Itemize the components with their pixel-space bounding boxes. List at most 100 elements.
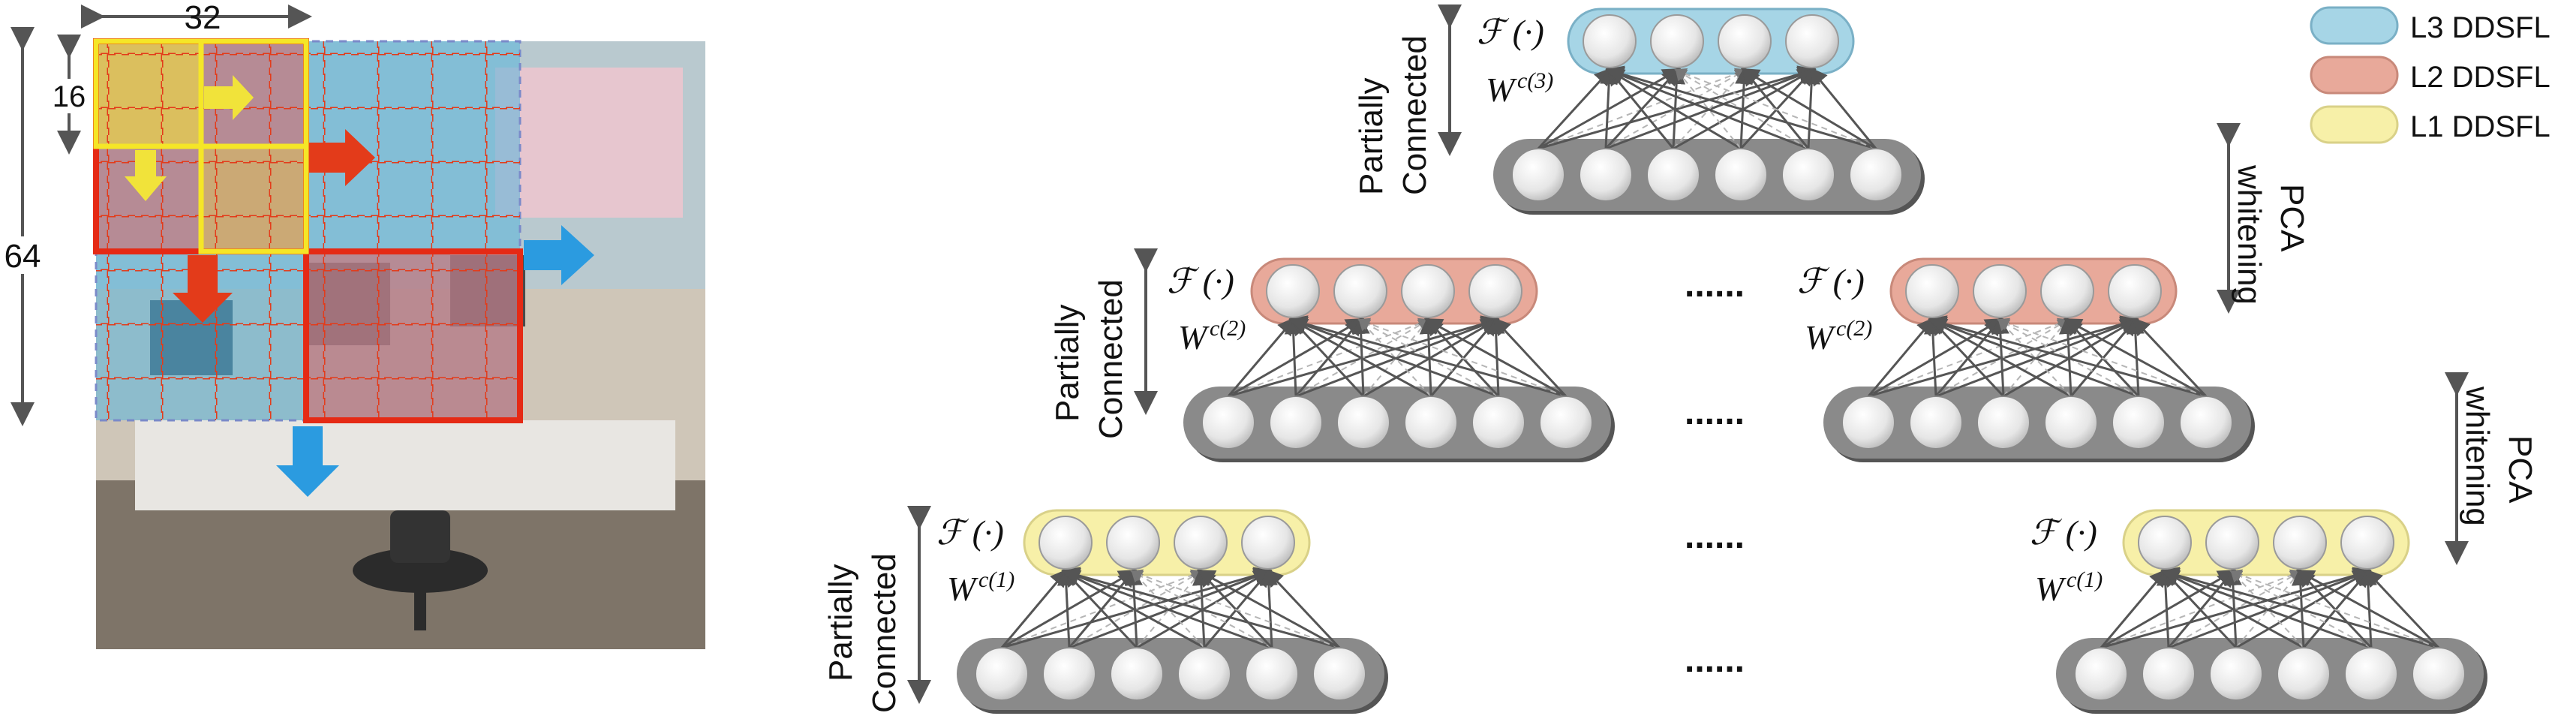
activation-function-label: ℱ (·) (1477, 13, 1544, 51)
connection-line (1227, 317, 1296, 397)
connection-line (1284, 316, 1303, 397)
neuron-node (1511, 148, 1565, 202)
output-layer-bar (2122, 509, 2410, 576)
neuron-node (2044, 396, 2098, 450)
neuron-node (1241, 516, 1295, 570)
image-panel: 32 64 16 (0, 0, 705, 649)
connection-line (1000, 568, 1069, 648)
dimension-block: 16 (47, 35, 93, 155)
activation-function-label: ℱ (·) (2030, 513, 2097, 552)
neuron-node (2179, 396, 2233, 450)
connection-line (1131, 570, 1205, 648)
connection-line (1997, 317, 2207, 397)
neuron-node (2108, 264, 2162, 318)
neuron-node (1039, 516, 1093, 570)
activation-function-label: ℱ (·) (936, 513, 1004, 552)
dimension-height: 64 (0, 27, 45, 426)
connection-line (1997, 318, 2072, 397)
activation-function-label: ℱ (·) (1167, 262, 1234, 300)
weight-label: W (2035, 570, 2067, 608)
connection-line (1740, 68, 1877, 150)
output-layer-bar (1567, 8, 1855, 75)
neuron-node (2277, 647, 2331, 701)
svg-text:PCA: PCA (2274, 184, 2310, 252)
connection-line (2100, 568, 2168, 648)
photo-desk (135, 420, 675, 510)
neuron-node (1110, 647, 1164, 701)
neuron-node (975, 647, 1029, 701)
neuron-node (2205, 516, 2259, 570)
neuron-node (1269, 396, 1323, 450)
connection-line (2160, 567, 2439, 649)
neuron-node (1312, 647, 1366, 701)
weight-label: W (1486, 71, 1517, 109)
connection-line (1928, 316, 2139, 398)
partially-connected-label-l3: Partially Connected (1353, 5, 1462, 196)
svg-text:L2 DDSFL: L2 DDSFL (2410, 61, 2550, 94)
connection-line (1605, 65, 1877, 150)
connection-line (1605, 67, 1809, 150)
legend: L3 DDSFL L2 DDSFL L1 DDSFL (2310, 6, 2550, 144)
connection-line (2160, 567, 2372, 649)
neuron-node (1849, 148, 1903, 202)
neuron-node (2074, 647, 2128, 701)
weight-label: W (1178, 318, 1210, 356)
connection-line (1061, 570, 1205, 649)
neuron-node (1266, 264, 1320, 318)
blue-arrow-down (276, 426, 339, 497)
svg-text:whitening: whitening (2459, 386, 2496, 526)
svg-text:16: 16 (53, 80, 86, 113)
svg-text:64: 64 (5, 238, 41, 275)
weight-superscript: c(3) (1517, 68, 1553, 93)
ellipsis: ...... (1685, 640, 1745, 680)
neuron-node (2040, 264, 2094, 318)
connection-line (1928, 315, 2207, 398)
svg-text:32: 32 (185, 0, 221, 36)
neuron-node (1201, 396, 1255, 450)
connection-line (1288, 318, 1432, 398)
connection-line (2063, 318, 2207, 398)
neuron-node (2273, 516, 2327, 570)
weight-superscript: c(2) (1836, 316, 1872, 341)
connection-line (1358, 318, 1432, 397)
partially-connected-label-l2: Partially Connected (1049, 248, 1158, 439)
connection-line (1537, 67, 1613, 150)
neuron-node (2412, 647, 2466, 701)
pca-whitening-label-upper: PCA whitening (2217, 123, 2310, 314)
ellipsis: ...... (1685, 265, 1745, 305)
connection-line (1605, 69, 1748, 149)
weight-superscript: c(1) (2067, 567, 2103, 592)
weight-label: W (947, 570, 978, 608)
connection-line (1674, 68, 1877, 149)
neuron-node (1650, 14, 1704, 68)
svg-text:Partially: Partially (1353, 78, 1390, 196)
legend-item-l2: L2 DDSFL (2310, 56, 2550, 95)
ellipsis: ...... (1685, 516, 1745, 556)
connection-line (1423, 318, 1567, 398)
blue-arrow-right (524, 225, 594, 285)
neuron-node (1468, 264, 1522, 318)
connection-line (2229, 569, 2439, 648)
connection-line (1288, 315, 1567, 398)
neuron-node (1646, 148, 1700, 202)
svg-text:Partially: Partially (822, 564, 859, 682)
ellipsis: ...... (1685, 393, 1745, 432)
activation-function-label: ℱ (·) (1797, 262, 1865, 300)
legend-item-l3: L3 DDSFL (2310, 6, 2550, 45)
svg-text:Partially: Partially (1049, 305, 1086, 423)
output-layer-bar (1023, 509, 1311, 576)
partially-connected-label-l1: Partially Connected (822, 506, 931, 713)
ellipsis-group: ...... ...... ...... ...... (1685, 265, 1745, 680)
connection-line (1357, 317, 1567, 397)
weight-label: W (1805, 318, 1836, 356)
output-layer-bar (1250, 257, 1538, 325)
svg-text:Connected: Connected (1396, 35, 1433, 195)
red-arrow-right (309, 129, 375, 186)
connection-line (2230, 570, 2304, 648)
connection-line (1492, 317, 1568, 398)
neuron-node (2209, 647, 2263, 701)
connection-line (1288, 316, 1499, 398)
